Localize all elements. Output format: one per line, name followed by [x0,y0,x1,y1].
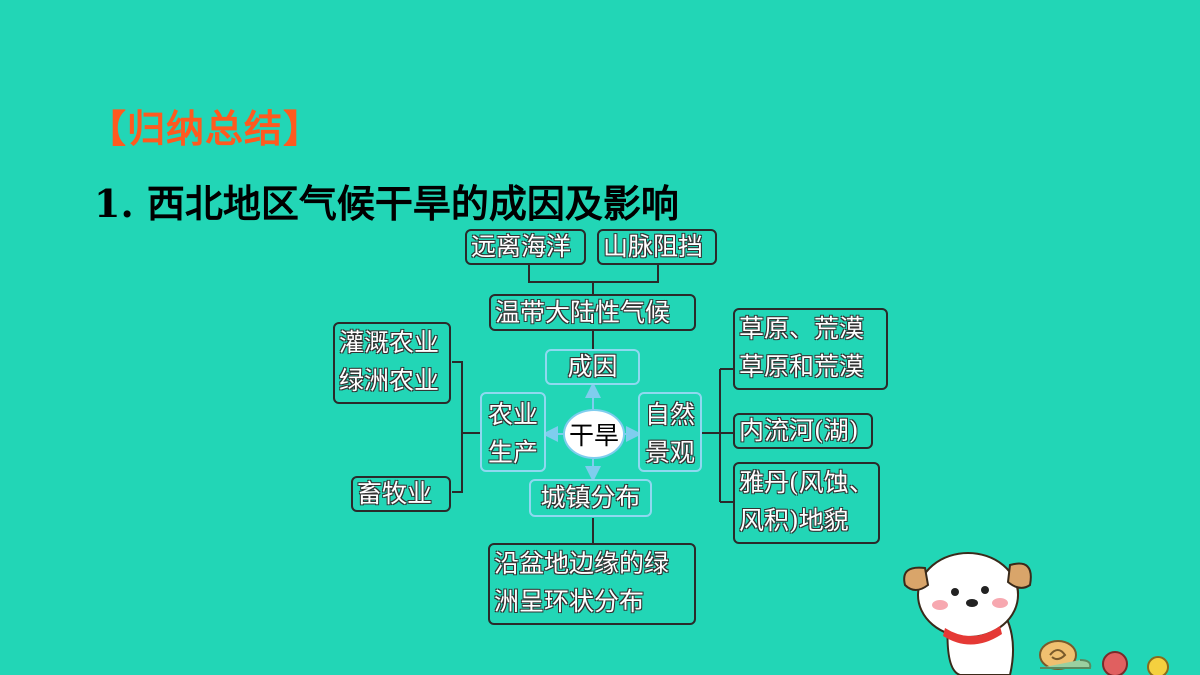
cause-label: 成因 [545,349,640,385]
drought-core: 干旱 [563,409,625,459]
landscape-inland-river: 内流河(湖) [733,413,873,449]
factor-mountain-block: 山脉阻挡 [597,229,717,265]
factor-far-from-ocean: 远离海洋 [465,229,586,265]
landscape-grass-desert: 草原、荒漠 草原和荒漠 [733,308,888,390]
section-heading: 【归纳总结】 [88,107,323,151]
landscape-label: 自然 景观 [638,392,702,472]
city-label: 城镇分布 [529,479,652,517]
agriculture-label: 农业 生产 [480,392,546,472]
agri-livestock: 畜牧业 [351,476,451,512]
climate-box: 温带大陆性气候 [489,294,696,331]
landscape-yardang: 雅丹(风蚀、 风积)地貌 [733,462,880,544]
agri-irrigation-oasis: 灌溉农业 绿洲农业 [333,322,451,404]
city-description: 沿盆地边缘的绿 洲呈环状分布 [488,543,696,625]
topic-title: 1. 西北地区气候干旱的成因及影响 [94,181,679,226]
